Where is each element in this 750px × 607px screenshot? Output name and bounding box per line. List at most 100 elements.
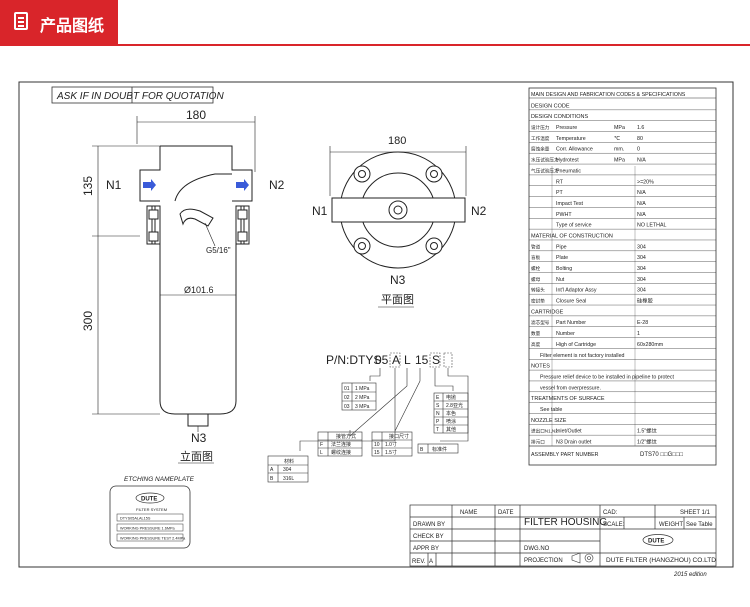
header-title: 产品图纸 — [40, 16, 105, 35]
elevation-drain-label: N3 — [191, 431, 207, 445]
title-block — [409, 504, 717, 567]
spec-section-heading: NOTES — [531, 364, 550, 370]
tb-date-header: DATE — [498, 510, 514, 516]
elevation-diameter-dim: Ø101.6 — [184, 285, 214, 295]
spec-row-label: Corr. Allowance — [556, 147, 593, 153]
header-tab — [0, 0, 118, 46]
spec-row-label: N3 Drain outlet — [556, 440, 592, 446]
pressure-row-3-value: 3 MPa — [355, 404, 370, 410]
pn-code-material: A — [392, 353, 400, 367]
plan-labels: 180 N1 N2 N3 平面图 — [312, 135, 487, 308]
title-block-text: NAME DATE DRAWN BY CHECK BY APPR BY REV.… — [412, 510, 716, 578]
surface-row-1-code: E — [436, 395, 440, 401]
assembly-value: DTS70 □□G□□□ — [640, 452, 684, 458]
spec-title: MAIN DESIGN AND FABRICATION CODES & SPEC… — [531, 92, 686, 98]
elevation-inlet-label: N1 — [106, 178, 122, 192]
spec-row-value: E-28 — [637, 320, 648, 326]
tb-weight-value: See Table — [686, 522, 713, 528]
plan-width-dim: 180 — [388, 135, 406, 147]
plan-outlet-label: N2 — [471, 204, 487, 218]
spec-note-text: Pressure relief device to be installed i… — [540, 374, 674, 380]
technical-drawing: ASK IF IN DOUBT FOR QUOTATION — [18, 81, 734, 578]
spec-row-chinese: 管道 — [531, 243, 541, 250]
spec-note-text: Filter element is not factory installed — [540, 353, 625, 359]
size-row-2-code: 15 — [374, 450, 380, 456]
plan-drain-label: N3 — [390, 273, 406, 287]
tb-edition: 2015 edition — [673, 572, 707, 578]
spec-row-value: 1.5"螺纹 — [637, 427, 658, 435]
tb-product-title: FILTER HOUSING — [524, 517, 607, 528]
projection-symbol-icon — [571, 552, 594, 564]
pn-code-pressure: 05 — [375, 353, 389, 367]
spec-row-value: 304 — [637, 244, 646, 250]
pressure-row-1-value: 1 MPa — [355, 386, 370, 392]
spec-row-label: Part Number — [556, 320, 586, 326]
spec-row-chinese: 盲板 — [531, 254, 541, 261]
spec-row-value: N/A — [637, 212, 646, 218]
spec-row-value: 60x280mm — [637, 342, 664, 348]
spec-row-value: 304 — [637, 266, 646, 272]
tb-name-header: NAME — [460, 510, 477, 516]
spec-row-chinese: 数量 — [531, 330, 541, 337]
plan-inlet-label: N1 — [312, 204, 328, 218]
elevation-view — [92, 116, 256, 432]
spec-row-chinese: 排污口 — [531, 439, 545, 446]
size-row-2-value: 1.5寸 — [385, 449, 397, 456]
spec-row-label: Closure Seal — [556, 299, 586, 305]
spec-row-value: >=20% — [637, 179, 654, 185]
spec-section-heading: DESIGN CONDITIONS — [531, 114, 588, 120]
spec-section-heading: CARTRIDGE — [531, 309, 564, 315]
spec-row-chinese: 螺栓 — [531, 265, 541, 272]
nameplate-logo: DUTE — [141, 497, 157, 503]
pn-code-surface: S — [432, 353, 440, 367]
spec-row-value: 1.6 — [637, 125, 644, 131]
spec-row-label: Type of service — [556, 223, 592, 229]
spec-row-unit: mm. — [614, 147, 624, 153]
tb-cad: CAD: — [603, 510, 618, 516]
connection-row-2-code: L — [320, 450, 323, 456]
spec-row-label: PT — [556, 190, 564, 196]
spec-row-label: Nut — [556, 277, 565, 283]
spec-row-chinese: 转接头 — [531, 287, 545, 294]
spec-row-label: Impact Test — [556, 201, 584, 207]
tb-check-by: CHECK BY — [413, 534, 444, 540]
pressure-row-2-value: 2 MPa — [355, 395, 370, 401]
material-row-1-code: A — [270, 467, 274, 473]
surface-row-2-code: S — [436, 403, 440, 409]
plan-caption: 平面图 — [381, 293, 414, 306]
pn-code-connection: L — [404, 353, 411, 367]
header-rule — [0, 44, 750, 46]
connection-row-1-code: F — [320, 442, 323, 448]
etching-nameplate: ETCHING NAMEPLATE DUTE FILTER SYSTEM DTY… — [109, 476, 195, 549]
elevation-outlet-label: N2 — [269, 178, 285, 192]
elevation-labels: 180 135 300 Ø101.6 G5/16" N1 N2 N3 立面图 — [81, 108, 285, 464]
nameplate-model-label: FILTER SYSTEM — [136, 507, 167, 512]
spec-row-chinese: 高度 — [531, 341, 541, 348]
drawing-frame — [18, 81, 734, 568]
spec-row-label: Plate — [556, 255, 568, 261]
tb-appr-by: APPR BY — [413, 546, 439, 552]
tb-scale: SCALE: — [603, 522, 625, 528]
material-row-2-value: 316L — [283, 476, 294, 482]
spec-row-label: Bolting — [556, 266, 572, 272]
spare-row-code: B — [420, 447, 424, 453]
tb-sheet: SHEET 1/1 — [680, 510, 711, 516]
spec-row-unit: MPa — [614, 125, 625, 131]
pn-code-size: 15 — [415, 353, 429, 367]
connection-row-1-value: 法兰连接 — [331, 441, 351, 448]
spec-row-label: High of Cartridge — [556, 342, 596, 348]
material-row-2-code: B — [270, 476, 274, 482]
spec-row-label: PWHT — [556, 212, 572, 218]
surface-row-4-value: 喷涂 — [446, 418, 456, 425]
spec-section-heading: MATERIAL OF CONSTRUCTION — [531, 233, 613, 239]
tb-dwg-no: DWG.NO — [524, 546, 550, 552]
spec-row-unit: ℃ — [614, 136, 620, 142]
spec-row-unit: MPa — [614, 158, 625, 164]
pn-prefix: P/N:DTYS — [326, 353, 381, 367]
spec-row-value: NO LETHAL — [637, 223, 666, 229]
spec-row-value: 0 — [637, 147, 640, 153]
spec-row-chinese: 螺母 — [531, 276, 541, 283]
size-table-header: 接口尺寸 — [389, 433, 409, 440]
notice-text: ASK IF IN DOUBT FOR QUOTATION — [56, 91, 224, 102]
spec-row-label: Temperature — [556, 136, 586, 142]
